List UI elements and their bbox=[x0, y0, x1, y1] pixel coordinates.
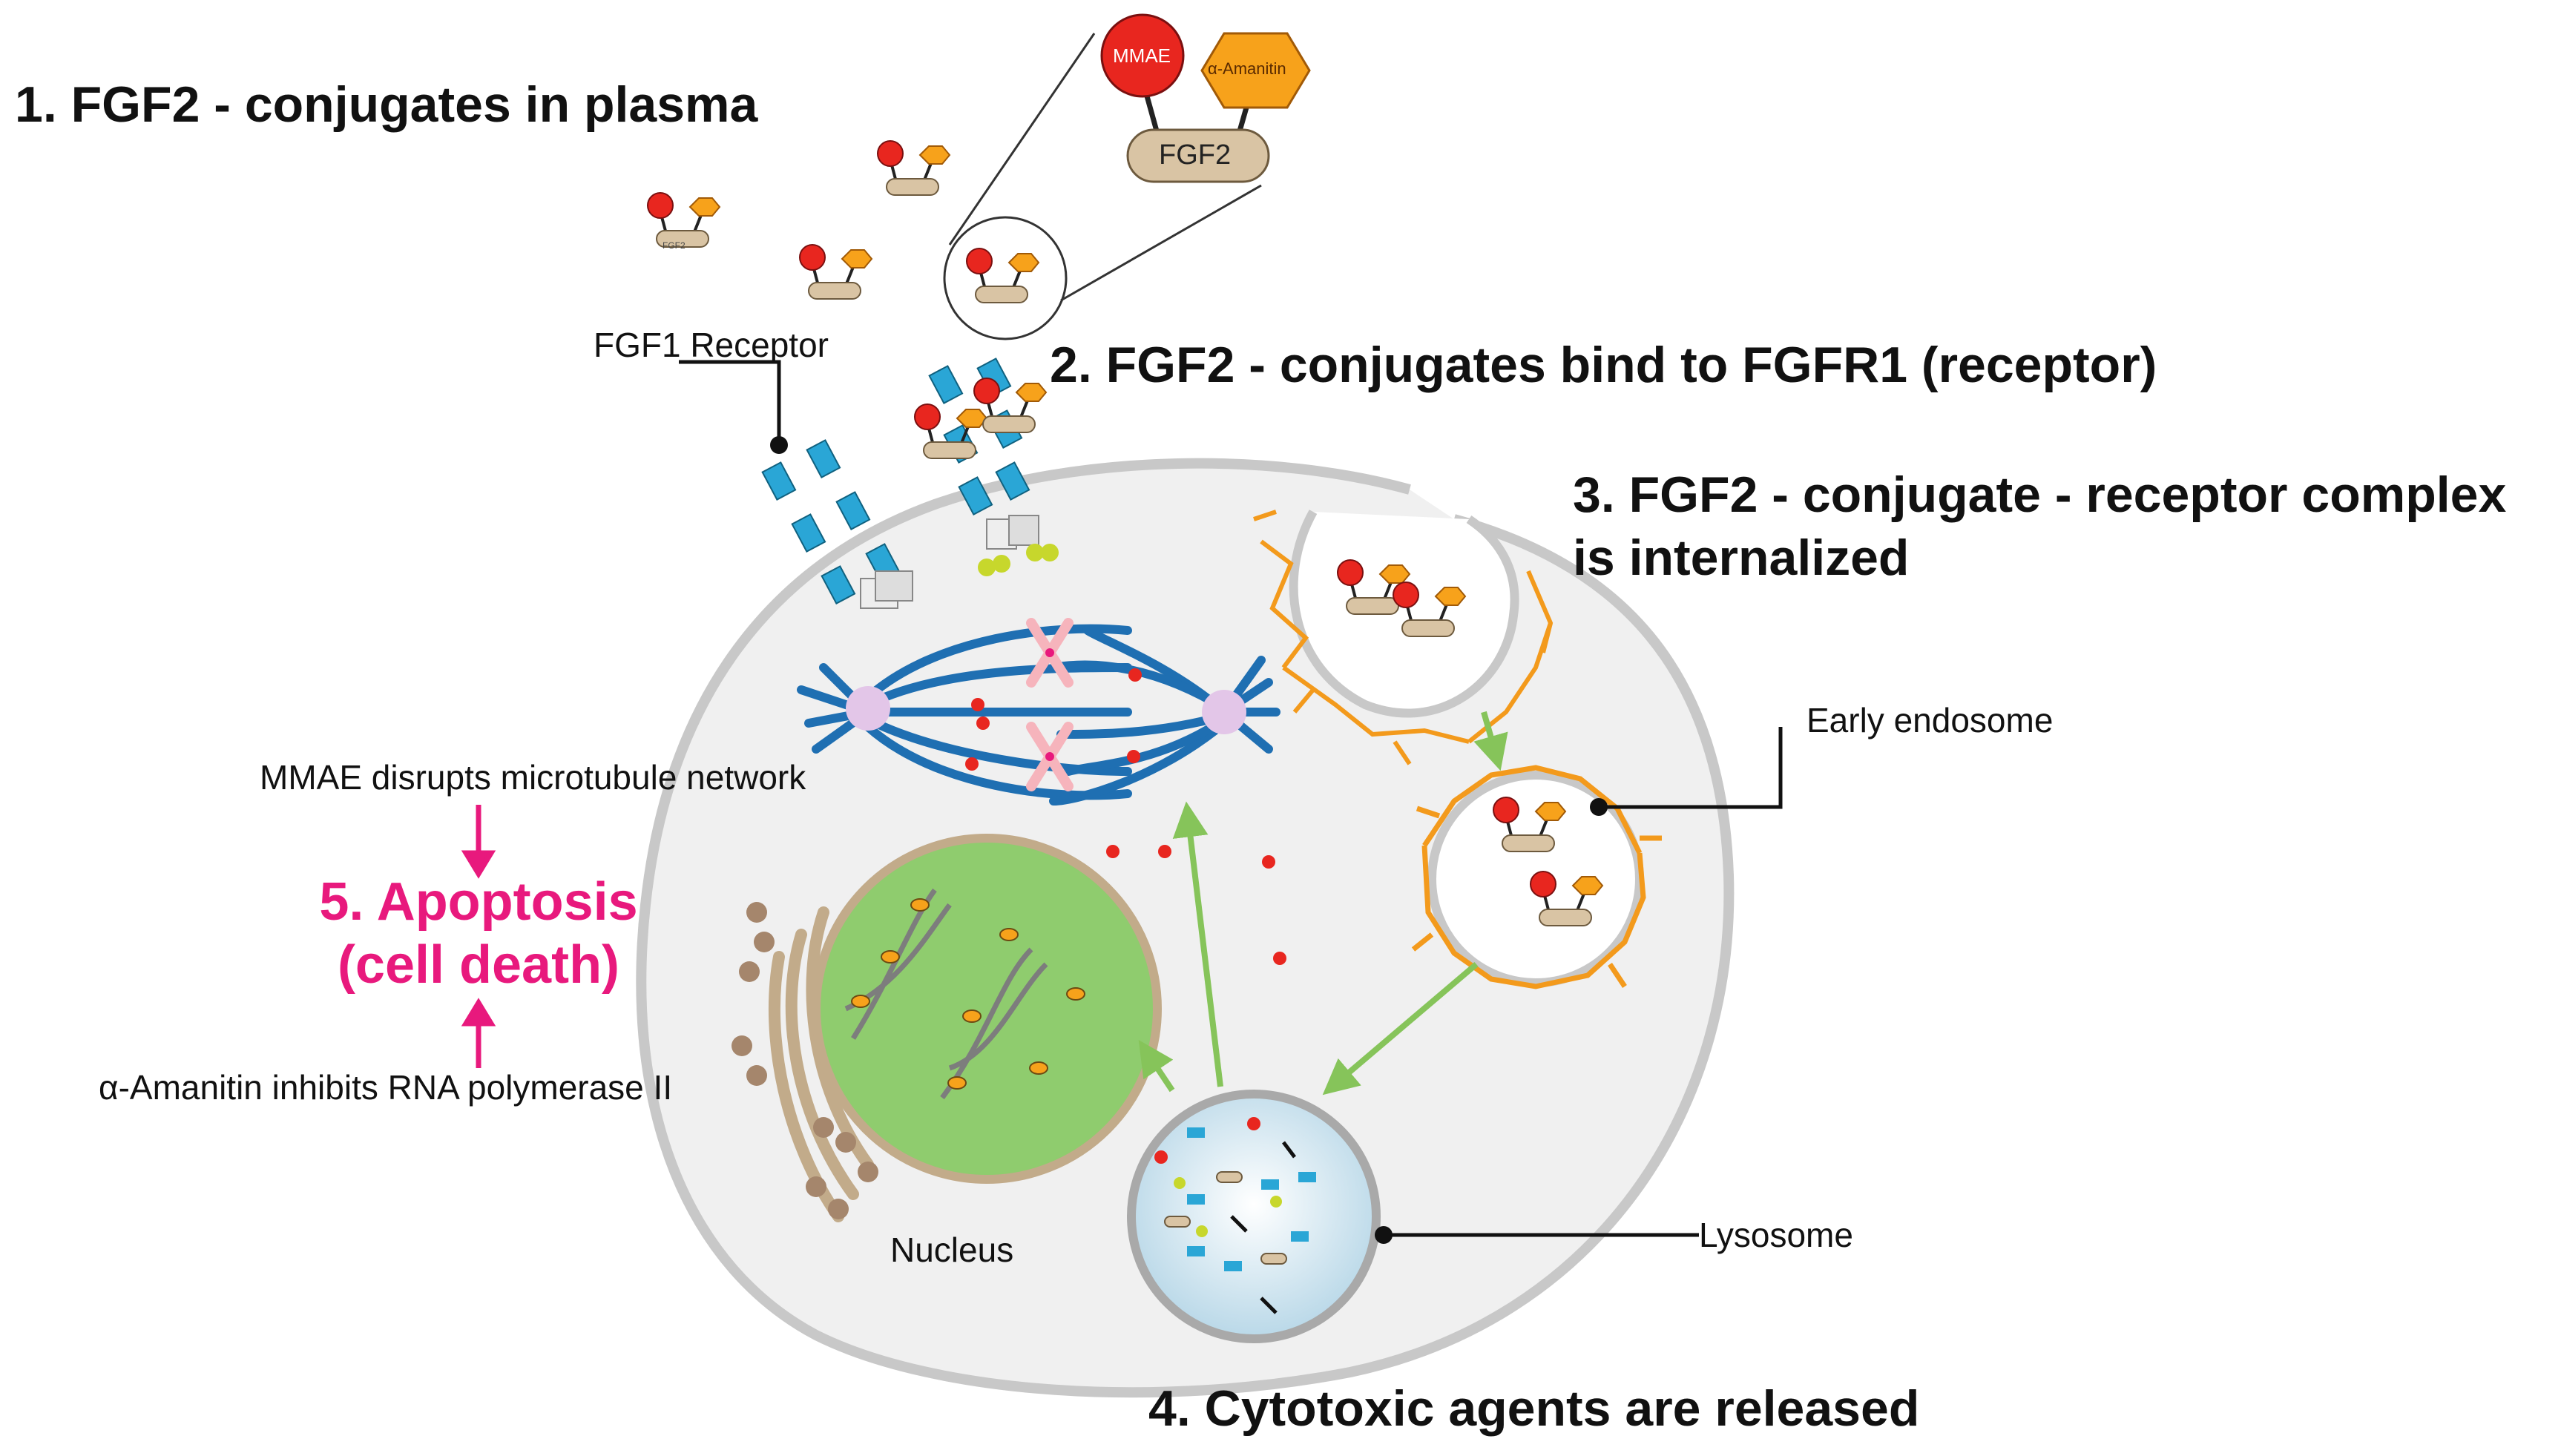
trafficking-arrows bbox=[1138, 711, 1508, 1096]
step-3-title-line2: is internalized bbox=[1573, 530, 1910, 586]
centrosome-left bbox=[846, 686, 890, 731]
step-4-title: 4. Cytotoxic agents are released bbox=[1148, 1380, 1920, 1437]
mmae-zoom-label: MMAE bbox=[1113, 45, 1171, 67]
lysosome-label: Lysosome bbox=[1699, 1216, 1853, 1254]
step-3-title-line1: 3. FGF2 - conjugate - receptor complex bbox=[1573, 467, 2507, 523]
early-endosome-label: Early endosome bbox=[1806, 701, 2054, 739]
nucleus bbox=[812, 834, 1162, 1184]
fgf1-receptor-unbound bbox=[761, 439, 913, 609]
internalization-vesicle bbox=[1253, 510, 1554, 765]
step-2-title: 2. FGF2 - conjugates bind to FGFR1 (rece… bbox=[1050, 337, 2157, 393]
leader-lines bbox=[679, 360, 1783, 1237]
fgf2-small-label: FGF2 bbox=[663, 240, 686, 251]
mmae-effect-label: MMAE disrupts microtubule network bbox=[260, 758, 806, 797]
fgf1-receptor-bound bbox=[913, 358, 1059, 576]
step-1-title: 1. FGF2 - conjugates in plasma bbox=[15, 76, 758, 133]
conjugate-zoom bbox=[943, 13, 1311, 340]
amanitin-zoom-label: α-Amanitin bbox=[1208, 59, 1286, 78]
early-endosome bbox=[1411, 765, 1662, 989]
released-mmae bbox=[965, 668, 1286, 965]
amanitin-effect-label: α-Amanitin inhibits RNA polymerase II bbox=[99, 1068, 673, 1107]
step-5-title-line2: (cell death) bbox=[337, 935, 620, 995]
apoptosis-arrows bbox=[461, 805, 496, 1068]
centrosome-right bbox=[1202, 690, 1246, 734]
nucleus-label: Nucleus bbox=[890, 1231, 1014, 1269]
fgf1-receptor-label: FGF1 Receptor bbox=[594, 326, 829, 364]
amanitin-in-nucleus bbox=[851, 898, 1085, 1090]
fgf2-zoom-label: FGF2 bbox=[1159, 139, 1232, 171]
step-5-title-line1: 5. Apoptosis bbox=[319, 872, 638, 932]
lysosome bbox=[1127, 1090, 1381, 1343]
